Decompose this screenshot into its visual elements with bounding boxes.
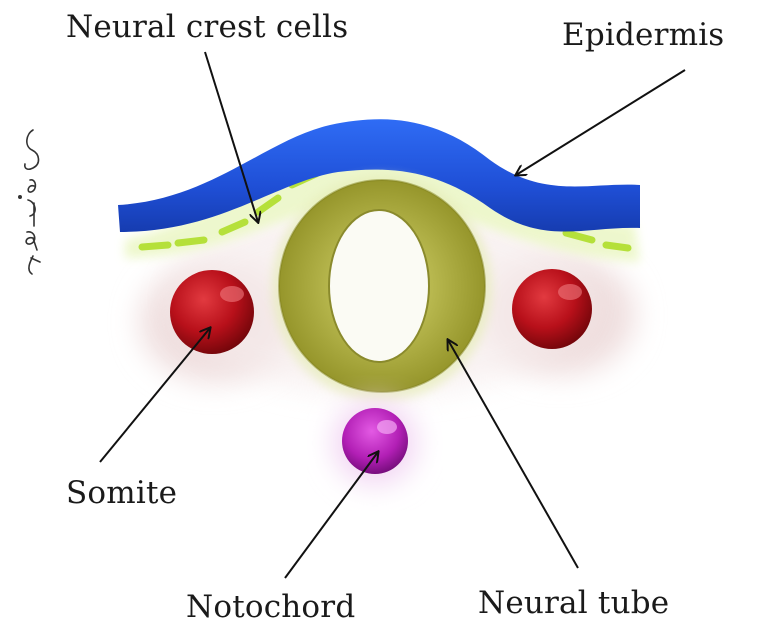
arrow-notochord (285, 452, 378, 578)
label-notochord: Notochord (186, 592, 355, 623)
label-neural-crest-cells: Neural crest cells (66, 12, 348, 43)
notochord (333, 401, 417, 485)
somite-left (170, 270, 254, 354)
label-epidermis: Epidermis (562, 20, 724, 51)
neural-canal (329, 210, 429, 362)
label-neural-tube: Neural tube (478, 588, 669, 619)
artist-signature (19, 130, 40, 274)
arrow-epidermis (516, 70, 685, 175)
neural-tube (272, 175, 492, 401)
label-somite: Somite (66, 478, 177, 509)
somite-right (512, 269, 592, 349)
